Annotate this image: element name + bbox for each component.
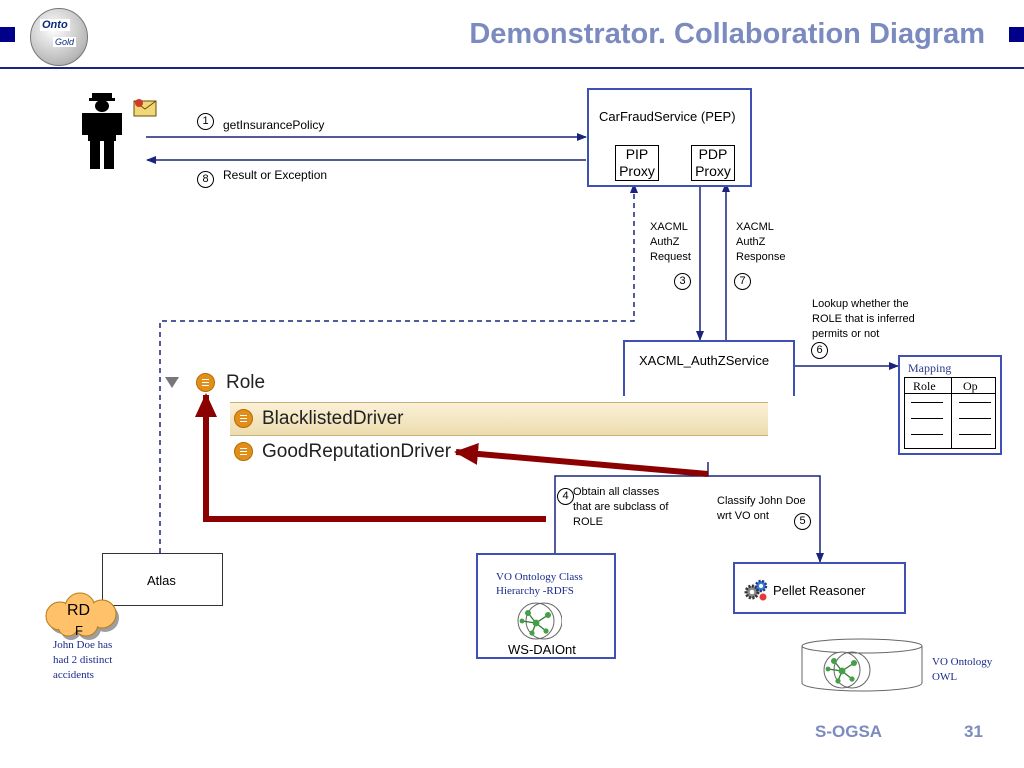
tree-role[interactable]: Role	[226, 372, 266, 393]
page-number: 31	[964, 722, 983, 741]
vo-owl-line1: VO Ontology	[932, 656, 993, 668]
header-rule	[0, 67, 1024, 69]
step4-number: 4	[557, 488, 574, 505]
tree-expand-icon[interactable]	[165, 377, 179, 388]
vo-class-title-line1: VO Ontology Class	[496, 571, 583, 583]
step6-number: 6	[811, 342, 828, 359]
rdf-note: John Doe has had 2 distinct accidents	[53, 638, 112, 683]
page-title: Demonstrator. Collaboration Diagram	[469, 18, 985, 50]
vo-class-hierarchy-box: VO Ontology Class Hierarchy -RDFS WS-DAI…	[476, 553, 616, 659]
role-class-icon	[196, 373, 215, 392]
xacml-authz-service-box: XACML_AuthZService	[623, 340, 795, 396]
mapping-blank-1a	[911, 402, 943, 403]
rdf-note-line2: had 2 distinct	[53, 654, 113, 666]
mapping-blank-3b	[959, 434, 991, 435]
step3-label: XACML AuthZ Request	[650, 220, 691, 265]
rdf-note-line1: John Doe has	[53, 639, 113, 651]
mapping-blank-3a	[911, 434, 943, 435]
pdp-line2: Proxy	[695, 163, 731, 179]
mapping-blank-2b	[959, 418, 991, 419]
pellet-label: Pellet Reasoner	[773, 583, 866, 598]
pdp-line1: PDP	[698, 146, 728, 162]
pip-line2: Proxy	[619, 163, 655, 179]
step8-number: 8	[197, 171, 214, 188]
step5-line2: wrt VO ont	[717, 510, 769, 522]
pellet-gear-icon	[743, 578, 769, 602]
step3-line1: XACML	[650, 221, 688, 233]
atlas-label: Atlas	[147, 573, 176, 588]
rdf-label-line1: RD	[67, 602, 91, 619]
step1-label: getInsurancePolicy	[223, 118, 325, 132]
pellet-reasoner-box: Pellet Reasoner	[733, 562, 906, 614]
step5-line1: Classify John Doe	[717, 495, 806, 507]
pip-proxy-box: PIP Proxy	[615, 145, 659, 181]
mapping-col1-header: Role	[913, 379, 936, 393]
step7-label: XACML AuthZ Response	[736, 220, 786, 265]
xacml-authz-service-label: XACML_AuthZService	[639, 353, 770, 368]
mapping-blank-1b	[959, 402, 991, 403]
step7-number: 7	[734, 273, 751, 290]
dashed-atlas-to-pip	[159, 183, 638, 553]
rdf-note-line3: accidents	[53, 669, 94, 681]
logo-text-top: Onto	[40, 19, 70, 31]
step7-line1: XACML	[736, 221, 774, 233]
step4-line2: that are subclass of	[573, 501, 669, 513]
tree-good-driver[interactable]: GoodReputationDriver	[262, 441, 452, 462]
atlas-box: Atlas	[102, 553, 223, 606]
tree-blacklisted-label: BlacklistedDriver	[262, 408, 404, 429]
mapping-header-rule	[905, 393, 995, 394]
logo-text-bottom: Gold	[53, 37, 77, 47]
step6-line1: Lookup whether the	[812, 298, 909, 310]
vo-owl-line2: OWL	[932, 671, 958, 683]
carfraud-title: CarFraudService (PEP)	[599, 109, 736, 124]
header-square-left	[0, 27, 15, 42]
pip-line1: PIP	[625, 146, 649, 162]
envelope-icon	[133, 98, 159, 118]
step4-line1: Obtain all classes	[573, 486, 660, 498]
logo-globe: Onto Gold	[30, 8, 88, 66]
pdp-proxy-box: PDP Proxy	[691, 145, 735, 181]
step4-label: Obtain all classes that are subclass of …	[573, 485, 668, 530]
step7-line2: AuthZ	[736, 236, 766, 248]
vo-class-title: VO Ontology Class Hierarchy -RDFS	[496, 570, 583, 598]
mapping-title: Mapping	[908, 361, 952, 375]
mapping-blank-2a	[911, 418, 943, 419]
user-icon	[80, 93, 124, 169]
step7-line3: Response	[736, 251, 786, 263]
red-arrow-to-good-driver	[454, 442, 709, 477]
step4-line3: ROLE	[573, 516, 603, 528]
step1-number: 1	[197, 113, 214, 130]
rdf-label-line2: F	[75, 623, 83, 638]
arrow-step5	[708, 475, 824, 563]
carfraud-service-box: CarFraudService (PEP) PIP Proxy PDP Prox…	[587, 88, 752, 187]
tree-row-blacklisted[interactable]: BlacklistedDriver	[230, 402, 768, 436]
step3-line3: Request	[650, 251, 691, 263]
footer-left: S-OGSA	[815, 722, 883, 741]
vo-class-title-line2: Hierarchy -RDFS	[496, 585, 574, 597]
step6-line3: permits or not	[812, 328, 880, 340]
step5-label: Classify John Doe wrt VO ont	[717, 494, 806, 524]
arrow-step4	[551, 462, 709, 563]
blacklisted-class-icon	[234, 409, 253, 428]
mapping-col-divider	[951, 378, 952, 448]
rdf-cloud-icon	[42, 592, 130, 640]
ws-daiont-label: WS-DAIOnt	[508, 642, 576, 657]
good-driver-class-icon	[234, 442, 253, 461]
mapping-box: Mapping Role Op	[898, 355, 1002, 455]
vo-owl-label: VO Ontology OWL	[932, 655, 992, 685]
mapping-col2-header: Op	[963, 379, 978, 393]
step3-number: 3	[674, 273, 691, 290]
owl-ontology-graph-icon	[820, 649, 872, 691]
header-square-right	[1009, 27, 1024, 42]
red-arrow-to-role	[195, 393, 546, 522]
step8-label: Result or Exception	[223, 168, 328, 182]
step6-line2: ROLE that is inferred	[812, 313, 915, 325]
step6-label: Lookup whether the ROLE that is inferred…	[812, 297, 915, 342]
ontology-graph-icon	[514, 601, 563, 641]
step5-number: 5	[794, 513, 811, 530]
mapping-table: Role Op	[904, 377, 996, 449]
step3-line2: AuthZ	[650, 236, 680, 248]
